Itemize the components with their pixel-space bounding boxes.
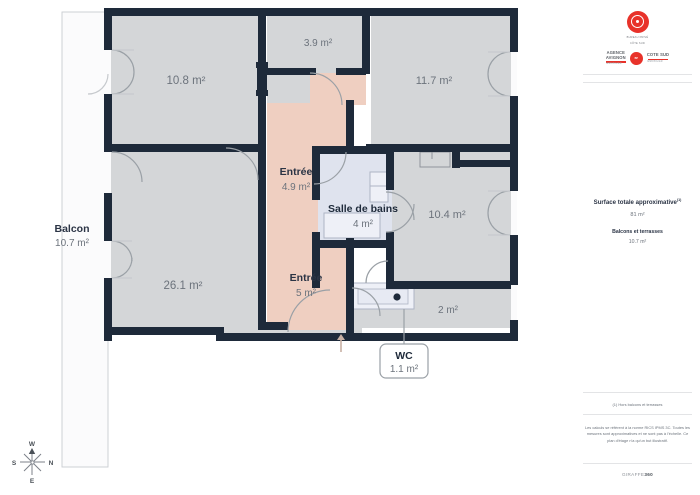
brand-center-mark: BP (629, 51, 643, 65)
agency-logo[interactable]: BUREAU PRIVÉ CÔTE SUD AGENCE AVIGNON IMM… (583, 6, 692, 70)
compass-rose: W S N E (12, 441, 54, 485)
brand-agence-sub: IMMOBILIER (605, 63, 622, 66)
info-panel: BUREAU PRIVÉ CÔTE SUD AGENCE AVIGNON IMM… (575, 0, 700, 495)
label-entree-upper-name: Entrée (280, 166, 313, 178)
brand-underline-left (605, 61, 626, 63)
label-entree-lower-name: Entrée (290, 272, 323, 284)
compass-label-top: W (29, 441, 36, 448)
compass-label-right: N (49, 460, 54, 467)
seal-caption-line1: BUREAU PRIVÉ (626, 35, 649, 39)
compass-label-left: S (12, 460, 17, 467)
seal-icon (626, 10, 649, 33)
label-room-10-8: 10.8 m² (167, 75, 206, 87)
wc-callout: WC 1.1 m² (379, 309, 429, 379)
label-balcon-name: Balcon (54, 223, 89, 235)
label-room-11-7: 11.7 m² (416, 75, 453, 87)
surface-total-footnote-ref: (1) (676, 198, 682, 202)
brand-agence-line2: AVIGNON (605, 54, 626, 60)
brand-cote-sud-sub: IMMOBILIER (646, 60, 663, 63)
giraffe360-wordmark: GIRAFFE360 (583, 472, 692, 477)
brand-agence-line1: AGENCE (606, 49, 626, 55)
entrance-arrow (337, 334, 345, 352)
divider-top (583, 74, 692, 75)
balcony-area (61, 11, 109, 468)
surface-total-value: 81 m² (630, 212, 645, 219)
brand-agence-avignon: AGENCE AVIGNON IMMOBILIER (605, 49, 626, 66)
label-wc-area: 1.1 m² (390, 364, 419, 375)
divider-bottom (583, 463, 692, 464)
room-fills (110, 14, 512, 341)
label-room-26-1: 26.1 m² (164, 280, 203, 292)
room-labels: 10.8 m² 3.9 m² 11.7 m² Entrée 4.9 m² Sal… (54, 38, 465, 316)
brand-underline-right (647, 58, 668, 61)
label-bathroom-area: 4 m² (353, 219, 374, 230)
brand-cote-sud: COTE SUD IMMOBILIER (646, 52, 670, 63)
legal-text: Les calculs se réfèrent à la norme RICS … (584, 425, 691, 443)
footnote-block: (1) Hors balcons et terrasses (583, 402, 692, 407)
divider-third (583, 392, 692, 393)
label-entree-upper-area: 4.9 m² (282, 182, 311, 193)
window-marks (256, 62, 268, 96)
balcony-value: 10.7 m² (628, 239, 647, 246)
balcony-label: Balcons et terrasses (612, 229, 663, 236)
giraffe360-bold: 360 (644, 472, 654, 477)
compass-label-bottom: E (30, 478, 35, 485)
giraffe360-light: GIRAFFE (621, 472, 645, 477)
divider-fourth (583, 414, 692, 415)
floor-plan-canvas[interactable]: 10.8 m² 3.9 m² 11.7 m² Entrée 4.9 m² Sal… (0, 0, 575, 495)
surface-summary: Surface totale approximative(1) 81 m² Ba… (583, 198, 692, 245)
footnote-text: (1) Hors balcons et terrasses (612, 402, 663, 407)
label-entree-lower-area: 5 m² (296, 288, 317, 299)
legal-block: Les calculs se réfèrent à la norme RICS … (583, 425, 692, 444)
brand-cote-sud-line1: COTE SUD (646, 52, 670, 58)
brand-center-mark-text: BP (634, 56, 638, 60)
label-wc-name: WC (395, 350, 413, 362)
wc-fixture (351, 282, 415, 310)
door-swings (87, 49, 511, 333)
door-openings (105, 50, 517, 320)
label-bathroom-name: Salle de bains (328, 203, 398, 215)
label-room-2: 2 m² (438, 305, 459, 316)
label-room-3-9: 3.9 m² (304, 38, 333, 49)
giraffe360-branding: GIRAFFE360 (583, 472, 692, 477)
bathroom-area (318, 152, 392, 242)
label-room-10-4: 10.4 m² (428, 209, 466, 221)
surface-total-label: Surface totale approximative(1) (583, 198, 692, 207)
label-balcon-area: 10.7 m² (55, 238, 90, 249)
floor-plan-svg: 10.8 m² 3.9 m² 11.7 m² Entrée 4.9 m² Sal… (12, 8, 518, 485)
seal-caption-line2: CÔTE SUD (629, 42, 645, 46)
walls (104, 8, 518, 341)
surface-total-label-text: Surface totale approximative (593, 199, 677, 207)
counter-fixture (419, 151, 451, 168)
divider-second (583, 82, 692, 83)
logo-row: AGENCE AVIGNON IMMOBILIER BP COTE SUD IM… (605, 49, 670, 66)
